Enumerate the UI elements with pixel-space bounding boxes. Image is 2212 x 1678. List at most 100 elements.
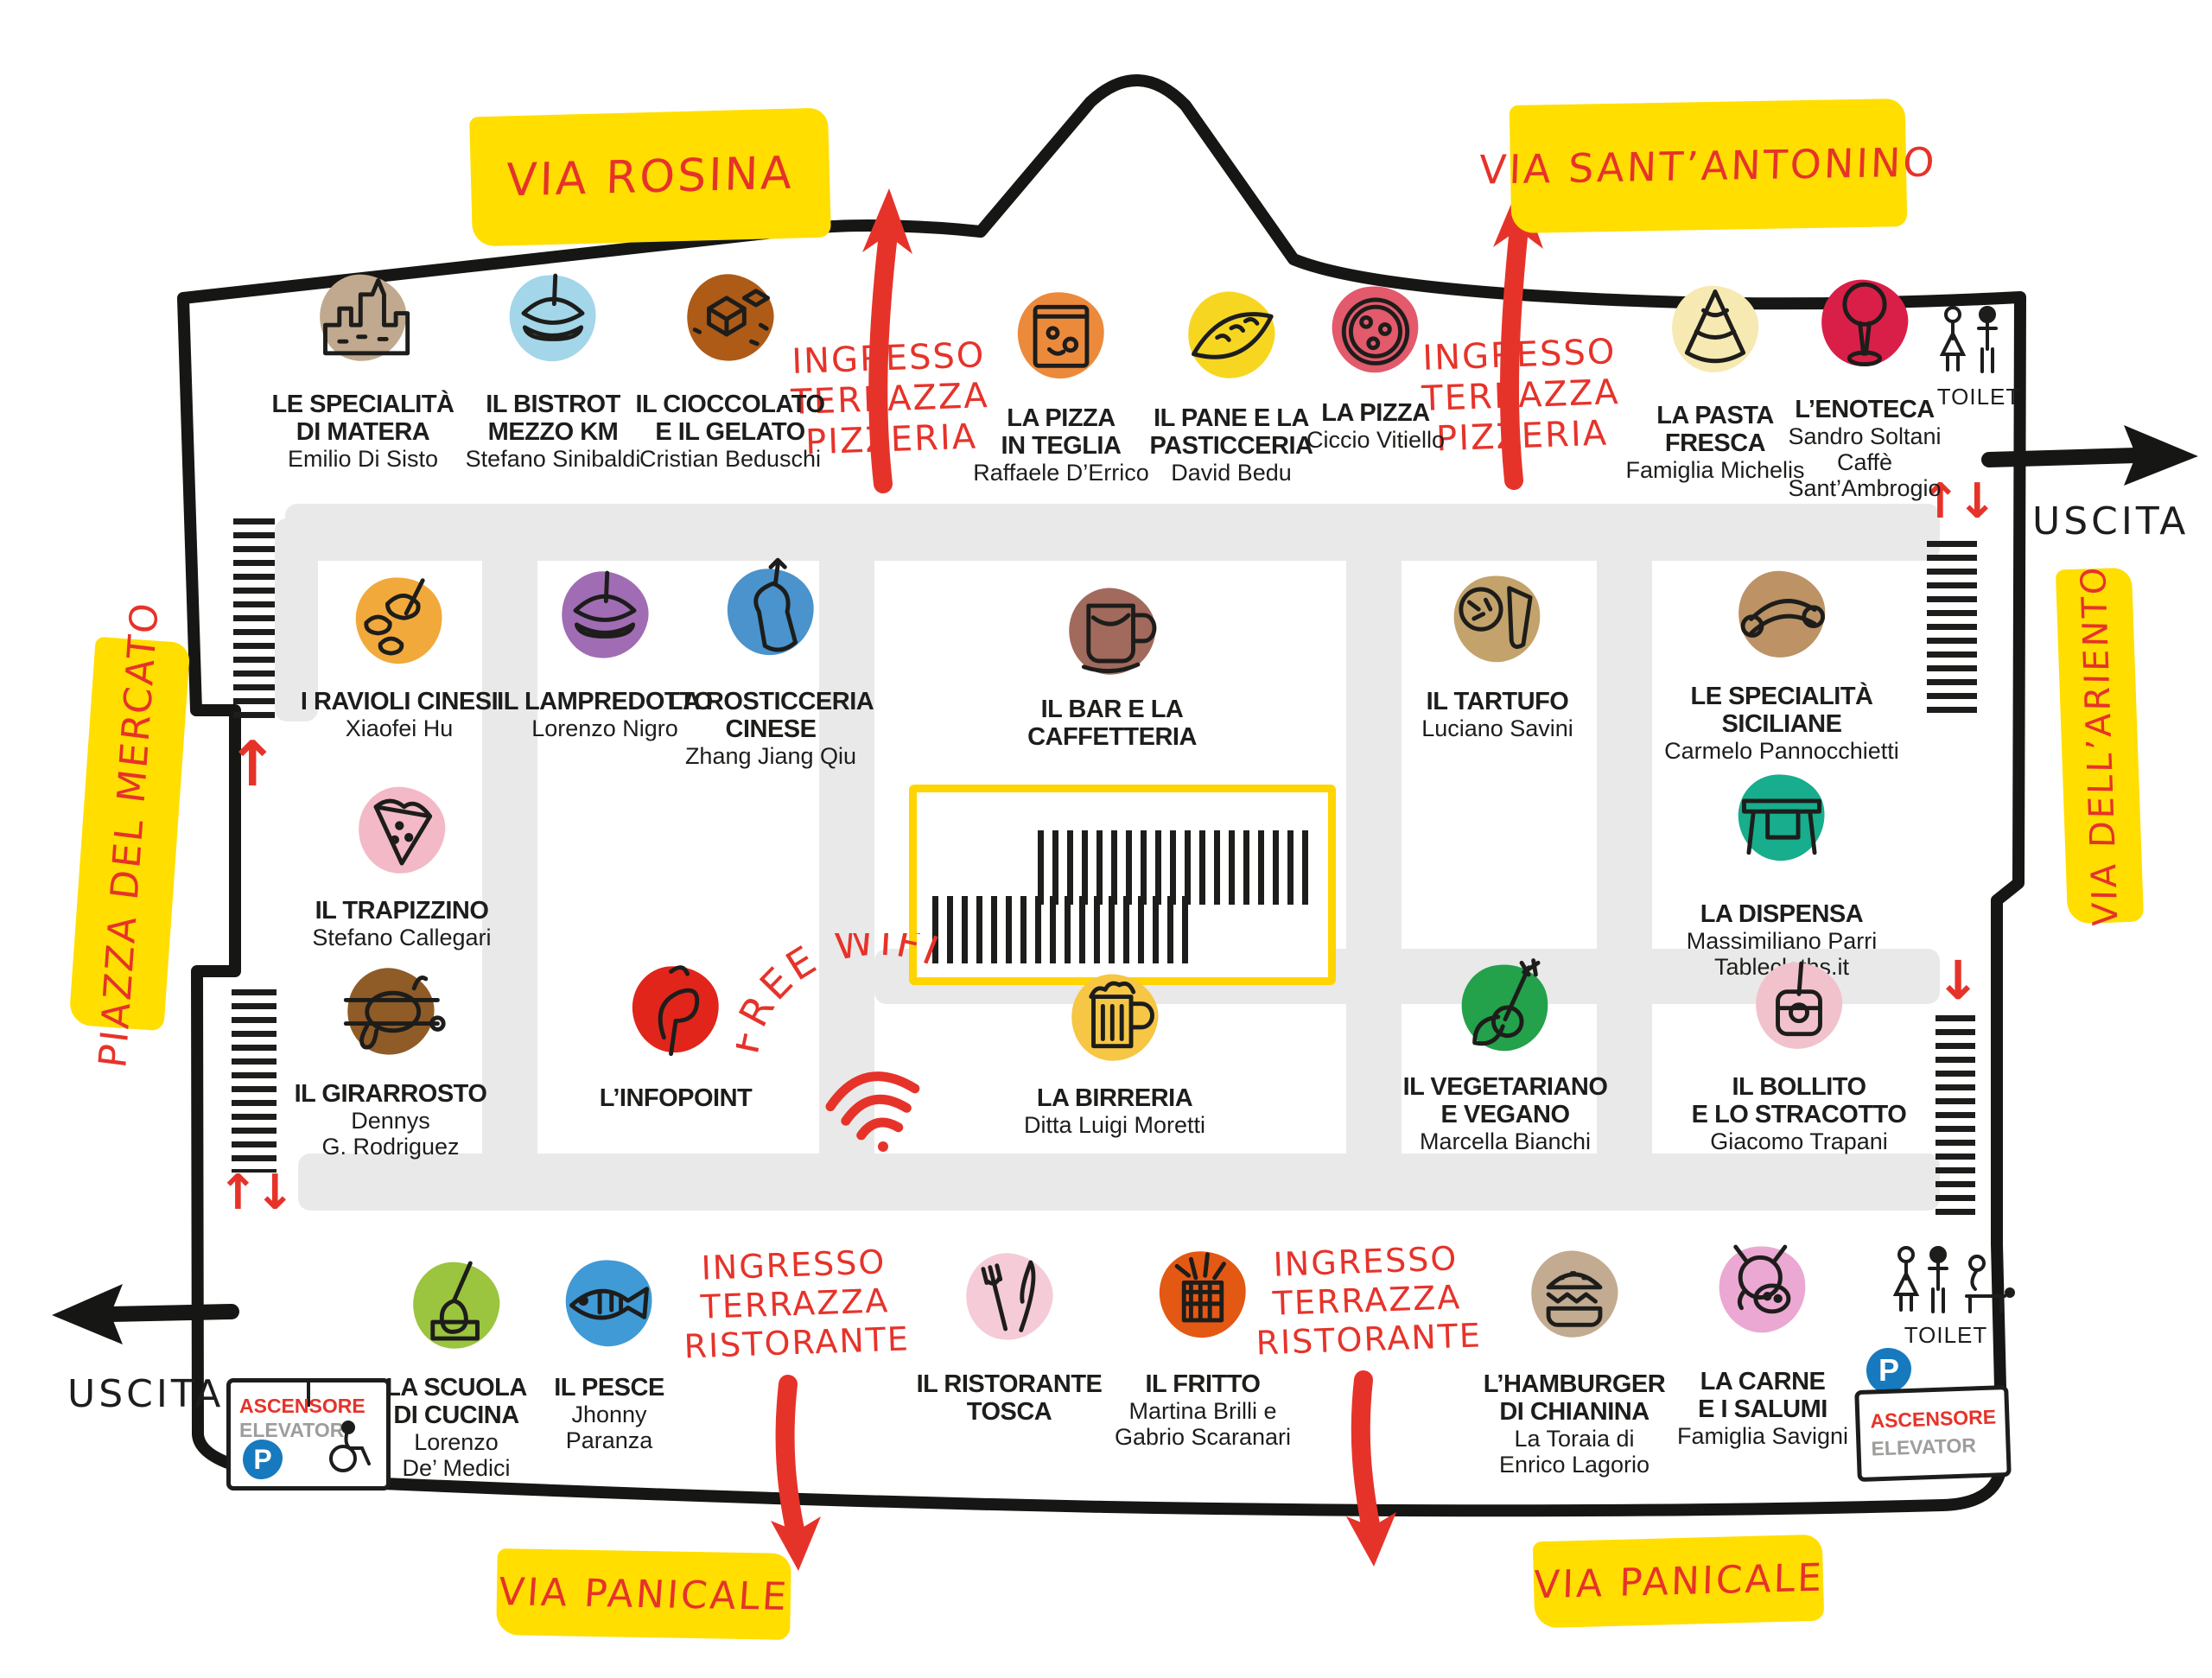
parking-icon: P xyxy=(1866,1348,1911,1393)
stall-name-line: FRESCA xyxy=(1664,429,1766,457)
wheelchair-icon xyxy=(329,1421,371,1472)
stall-name-line: LA ROSTICCERIA xyxy=(667,688,874,715)
stall-person-line: Stefano Sinibaldi xyxy=(465,446,641,472)
stairs-right-top xyxy=(1927,541,1977,721)
corridor-left-short xyxy=(275,518,318,721)
stall-person-line: Cristian Beduschi xyxy=(639,446,822,472)
up-arrow: ↑ xyxy=(226,728,279,800)
stall-name-line: I RAVIOLI CINESI xyxy=(300,688,499,715)
sandwich-icon xyxy=(494,259,612,377)
street-banner-via-panicale-right: VIA PANICALE xyxy=(1532,1534,1825,1629)
stall-person-line: Ditta Luigi Moretti xyxy=(1023,1112,1206,1138)
elevator-label-elevator: ELEVATOR xyxy=(239,1419,345,1441)
stall-name-line: PASTICCERIA xyxy=(1149,432,1313,460)
free-wifi: FREE WIFI xyxy=(736,933,948,1152)
stall-person-line: Massimiliano Parri xyxy=(1686,928,1878,954)
street-banner-via-panicale-left: VIA PANICALE xyxy=(496,1548,791,1640)
stall-icon-birreria xyxy=(1063,968,1166,1071)
stall-name-line: MEZZO KM xyxy=(487,418,619,446)
man-icon xyxy=(1928,1246,1948,1313)
stall-name-line: L’HAMBURGER xyxy=(1483,1370,1666,1398)
street-banner-via-sant-antonino: VIA SANT’ANTONINO xyxy=(1478,99,1938,233)
free-wifi-label: FREE WIFI xyxy=(736,933,948,1058)
stall-person-line: Caffè xyxy=(1836,449,1893,475)
pizza-tray-icon xyxy=(1002,276,1120,394)
stall-name-line: IL LAMPREDOTTO xyxy=(497,688,713,715)
cow-icon xyxy=(1704,1230,1821,1348)
corridor-v4 xyxy=(1597,518,1652,1210)
stall-name-line: LA PASTA xyxy=(1656,402,1774,429)
stall-person-line: Paranza xyxy=(565,1427,653,1453)
pasta-cone-icon xyxy=(1656,270,1774,388)
roast-chicken-icon xyxy=(332,953,449,1071)
stall-icon-trapizzino xyxy=(350,780,454,884)
central-escalators-box xyxy=(909,785,1336,985)
stall-icon-cioccolato-gelato xyxy=(678,266,782,372)
pizza-icon xyxy=(1317,270,1434,388)
whisk-pot-icon xyxy=(397,1247,515,1364)
stall-person-line: Jhonny xyxy=(571,1402,647,1427)
stall-icon-hamburger-chianina xyxy=(1522,1244,1626,1348)
fork-knife-icon xyxy=(950,1238,1068,1356)
stall-person-line: Lorenzo Nigro xyxy=(531,715,678,741)
vegetables-icon xyxy=(1446,949,1564,1066)
stall-person-line: Lorenzo xyxy=(414,1429,499,1455)
stall-name-line: LA PIZZA xyxy=(1007,404,1116,432)
stall-name-line: LE SPECIALITÀ SICILIANE xyxy=(1690,683,1873,738)
stall-person-line: La Toraia di xyxy=(1514,1426,1635,1452)
stall-icon-bistrot-mezzo-km xyxy=(501,268,605,372)
stall-name-line: CINESE xyxy=(725,715,817,743)
stall-icon-bar-caffetteria xyxy=(1060,582,1164,685)
stall-name-line: E VEGANO xyxy=(1440,1101,1570,1128)
stall-name-line: IL GIRARROSTO xyxy=(294,1080,487,1108)
stall-person-line: Carmelo Pannocchietti xyxy=(1664,738,1899,764)
truffle-knife-icon xyxy=(1439,560,1556,677)
stall-name-line: IL VEGETARIANO xyxy=(1402,1073,1608,1101)
down-arrow: ↓ xyxy=(1936,949,1980,1012)
stall-icon-specialita-matera xyxy=(311,268,415,372)
street-label: VIA PANICALE xyxy=(1532,1555,1825,1607)
woman-icon xyxy=(1939,306,1967,372)
stall-name-line: IL FRITTO xyxy=(1145,1370,1261,1398)
dumplings-icon xyxy=(340,562,458,679)
stall-name-line: LA BIRRERIA xyxy=(1036,1084,1193,1112)
stall-name-line: IN TEGLIA xyxy=(1001,432,1122,460)
stall-icon-vegetariano-vegano xyxy=(1453,957,1557,1061)
toilet-icons-top-right xyxy=(1934,304,2029,378)
stall-icon-girarrosto xyxy=(339,960,442,1065)
up-down-arrows: ↑↓ xyxy=(1920,474,1998,530)
stall-icon-pane-pasticceria xyxy=(1179,285,1283,389)
stall-icon-enoteca xyxy=(1813,273,1916,377)
elevator-box-bottom-left: ASCENSORE ELEVATOR P xyxy=(226,1378,391,1490)
stall-person-line: Famiglia Savigni xyxy=(1676,1423,1849,1449)
stall-icon-pasta-fresca xyxy=(1663,279,1767,383)
toilet-label-bottom-right: TOILET xyxy=(1904,1322,1988,1348)
stall-name-line: IL CIOCCOLATO xyxy=(635,391,825,418)
street-label: VIA SANT’ANTONINO xyxy=(1478,138,1938,194)
stall-name-line: LA CARNE xyxy=(1700,1368,1826,1395)
coffee-mug-icon xyxy=(1053,573,1171,690)
stall-icon-dispensa xyxy=(1730,767,1834,871)
stall-name-line: DI MATERA xyxy=(296,418,430,446)
stall-person-line: Luciano Savini xyxy=(1421,715,1573,741)
stall-name-line: LA PIZZA xyxy=(1321,399,1430,427)
stall-person-line: Gabrio Scaranari xyxy=(1114,1424,1292,1450)
entrance-terrazza-ristorante-right: INGRESSO TERRAZZA RISTORANTE xyxy=(1253,1239,1483,1363)
stall-icon-pizza-in-teglia xyxy=(1009,285,1113,389)
street-label: PIAZZA DEL MERCATO xyxy=(91,597,168,1071)
up-down-arrows: ↑↓ xyxy=(218,1165,296,1221)
beer-mug-icon xyxy=(1056,959,1173,1077)
stall-person-line: Dennys xyxy=(351,1108,430,1134)
stall-person-line: Xiaofei Hu xyxy=(345,715,454,741)
